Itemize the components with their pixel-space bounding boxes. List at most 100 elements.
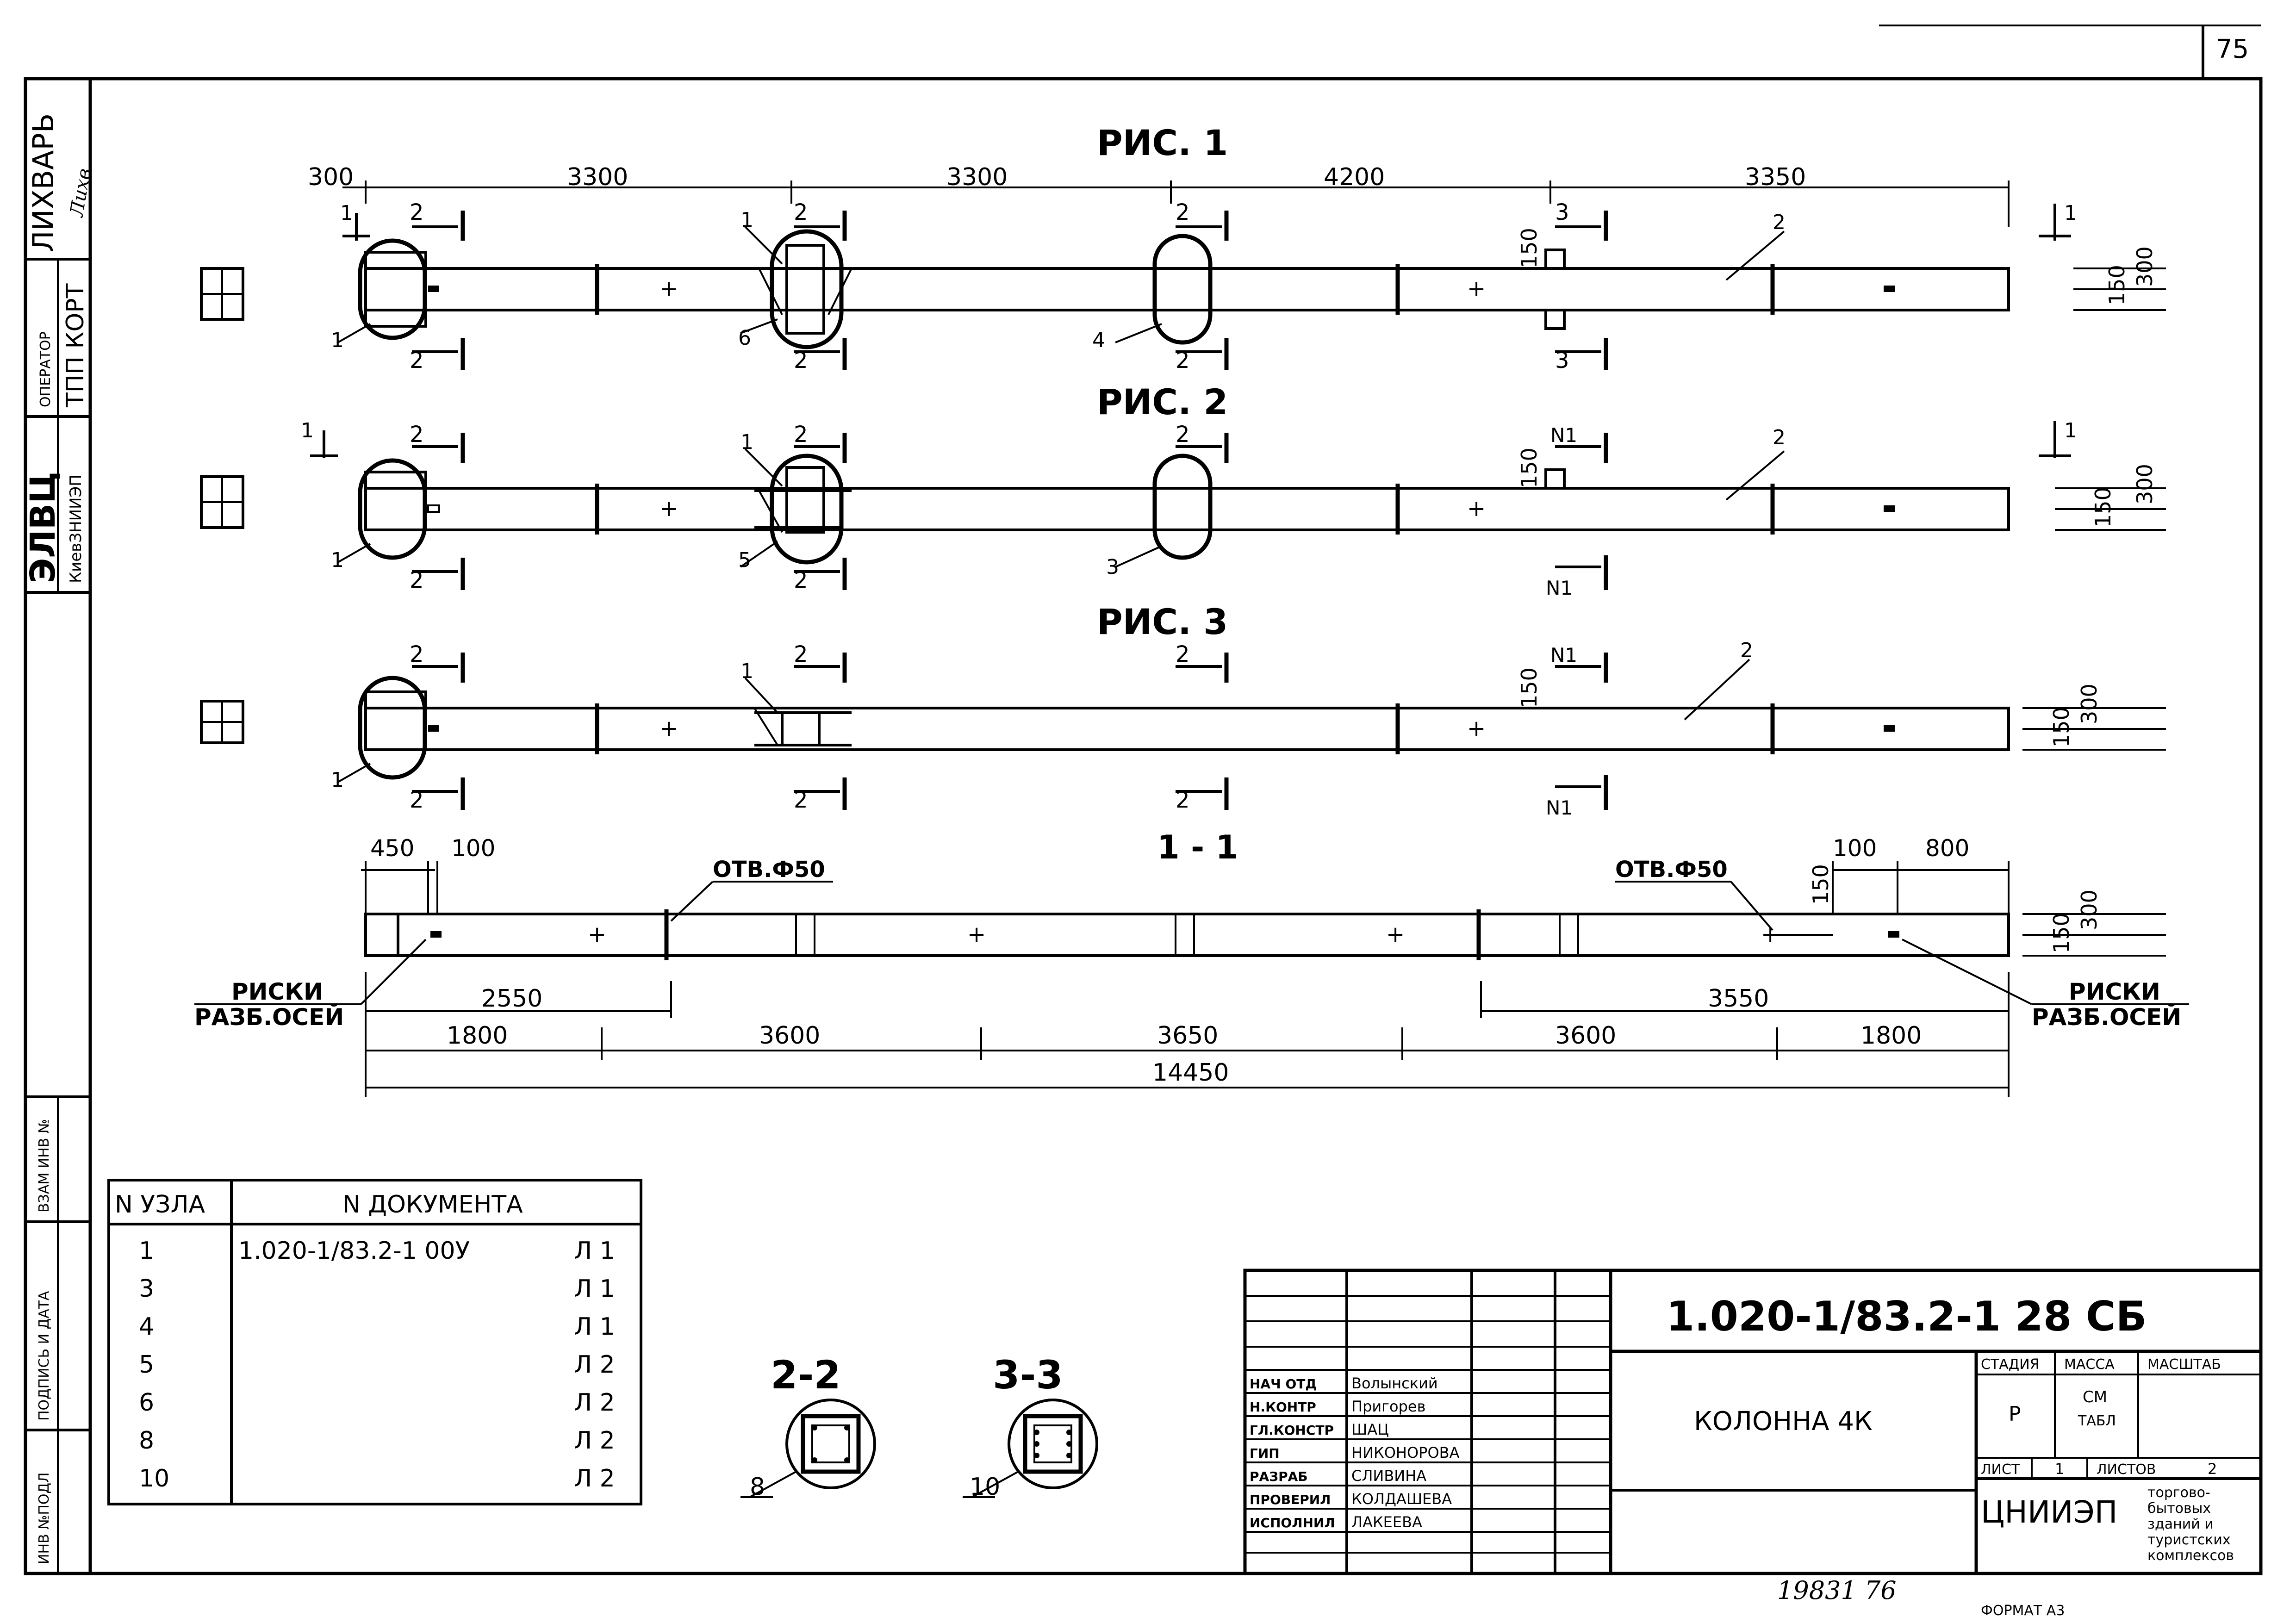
org-desc-line: бытовых [2147, 1500, 2211, 1517]
doc-number: 1.020-1/83.2-1 28 СБ [1666, 1293, 2147, 1340]
sheets-label: ЛИСТОВ [2097, 1461, 2156, 1478]
fig2-dim-150-vert: 150 [1517, 448, 1542, 488]
fig2-mark-2e: 2 [1176, 422, 1190, 448]
fig1-mark-2e: 2 [1176, 199, 1190, 225]
sheet-number: 75 [2216, 34, 2249, 64]
fig1-leader-2: 2 [1773, 211, 1786, 234]
fig2-mark-n1-bottom: N1 [1546, 577, 1573, 599]
section-3-3-mark: 10 [970, 1473, 1000, 1501]
figure-3: РИС. 3 + + 2 2 2 2 2 2 N1 N1 150 1 1 2 [331, 601, 2166, 819]
svg-text:+: + [1467, 715, 1486, 741]
table-sheet-cell: Л 1 [574, 1313, 615, 1341]
sec-dim-total: 14450 [1152, 1059, 1229, 1087]
title-block-role: ГЛ.КОНСТР [1250, 1423, 1334, 1438]
fig1-leader-1b: 1 [740, 208, 753, 232]
dim-3300-a: 3300 [567, 163, 628, 191]
fig1-leader-4: 4 [1092, 329, 1105, 352]
fig3-leader-2: 2 [1740, 639, 1753, 662]
fig2-dim-150-right: 150 [2091, 487, 2116, 528]
figure-2: РИС. 2 + + 1 2 2 2 2 2 N1 N1 1 1 [301, 381, 2166, 599]
sec-dim-100-left: 100 [451, 835, 495, 862]
fig3-leader-1: 1 [331, 768, 344, 792]
table-sheet-cell: Л 2 [574, 1389, 615, 1417]
mass-value-2: ТАБЛ [2078, 1413, 2116, 1429]
fig2-leader-1b: 1 [740, 430, 753, 454]
fig2-mark-2c: 2 [794, 422, 808, 448]
side-label-inv-podl: ИНВ №ПОДЛ [36, 1473, 52, 1565]
fig2-dim-300-right: 300 [2132, 464, 2157, 504]
stage-value: Р [2009, 1402, 2021, 1426]
title-block-person: Волынский [1351, 1374, 1438, 1392]
fig3-mark-2a: 2 [410, 641, 424, 667]
svg-text:+: + [660, 276, 678, 302]
dim-4200: 4200 [1324, 163, 1385, 191]
svg-text:+: + [967, 921, 986, 947]
title-block-person: ЛАКЕЕВА [1351, 1513, 1422, 1531]
title-block-role: ИСПОЛНИЛ [1250, 1515, 1335, 1530]
scale-label: МАСШТАБ [2147, 1356, 2221, 1373]
hole-label-right: ОТВ.Ф50 [1615, 857, 1728, 883]
title-block-role: Н.КОНТР [1250, 1399, 1316, 1415]
svg-text:+: + [1386, 921, 1405, 947]
title-block-role: ПРОВЕРИЛ [1250, 1492, 1331, 1507]
table-sheet-cell: Л 1 [574, 1237, 615, 1265]
section-1-1: 1 - 1 + + + + 450 100 100 800 150 ОТВ.Ф5… [194, 828, 2189, 1097]
dim-300: 300 [308, 163, 354, 191]
fig1-leader-1: 1 [331, 329, 344, 352]
section-3-3-title: 3-3 [993, 1352, 1063, 1398]
sheet-label: ЛИСТ [1981, 1461, 2020, 1478]
org-desc-line: туристских [2147, 1532, 2231, 1548]
fig2-leader-3: 3 [1106, 555, 1119, 579]
sec-dim-150-right: 150 [2049, 913, 2074, 953]
riski-left: РИСКИ [231, 978, 323, 1005]
title-block-person: ШАЦ [1351, 1421, 1389, 1438]
svg-text:+: + [1467, 496, 1486, 522]
svg-text:+: + [660, 496, 678, 522]
fig1-dim-150-right: 150 [2104, 265, 2129, 305]
section-2-2-title: 2-2 [771, 1352, 841, 1398]
fig2-leader-1: 1 [331, 548, 344, 572]
stamp-org: КиевЗНИИЭП [67, 474, 85, 583]
sheets-value: 2 [2208, 1460, 2217, 1478]
table-node-cell: 4 [139, 1313, 154, 1341]
fig3-dim-300-right: 300 [2077, 684, 2102, 724]
fig1-dim-150-vert: 150 [1517, 228, 1542, 268]
side-stamps: ЛИХВАРЬ ОПЕРАТОР ТПП КОРТ ЭЛВЦ КиевЗНИИЭ… [23, 113, 96, 1573]
table-header-node: N УЗЛА [115, 1191, 205, 1219]
sec-dim-800: 800 [1925, 835, 1969, 862]
figure-1: РИС. 1 300 3300 3300 4200 3350 + + [308, 122, 2166, 373]
title-block-person: Пригорев [1351, 1398, 1425, 1415]
fig2-mark-n1-top: N1 [1550, 424, 1577, 447]
sec-dim-3600-left: 3600 [759, 1022, 820, 1050]
section-2-2-mark: 8 [750, 1473, 765, 1501]
fig2-mark-1-right: 1 [2064, 419, 2077, 442]
fig1-leader-6: 6 [738, 326, 751, 350]
sec-dim-300-right: 300 [2077, 889, 2102, 930]
razb-left: РАЗБ.ОСЕЙ [194, 1003, 344, 1031]
razb-right: РАЗБ.ОСЕЙ [2032, 1003, 2181, 1031]
stamp-elvc: ЭЛВЦ [23, 472, 63, 583]
side-label-podp-data: ПОДПИСЬ И ДАТА [36, 1291, 52, 1421]
title-block-role: НАЧ ОТД [1250, 1376, 1317, 1392]
riski-right: РИСКИ [2069, 978, 2160, 1005]
section-2-2: 2-2 8 [740, 1352, 876, 1501]
org-name: ЦНИИЭП [1981, 1494, 2117, 1530]
table-node-cell: 8 [139, 1427, 154, 1455]
fig3-mark-n1-top: N1 [1550, 644, 1577, 666]
title-block-role: РАЗРАБ [1250, 1469, 1308, 1484]
fig3-mark-2c: 2 [794, 641, 808, 667]
stamp-likhvar: ЛИХВАРЬ [26, 113, 60, 252]
fig1-dim-300-right: 300 [2132, 246, 2157, 287]
sec-dim-150-top: 150 [1808, 864, 1833, 905]
svg-text:+: + [1467, 276, 1486, 302]
sec-dim-450: 450 [370, 835, 414, 862]
org-desc-line: зданий и [2147, 1516, 2214, 1532]
fig3-title: РИС. 3 [1097, 601, 1228, 642]
fig2-mark-2a: 2 [410, 422, 424, 448]
title-block-person: НИКОНОРОВА [1351, 1444, 1460, 1461]
fig1-mark-1-left: 1 [340, 201, 353, 225]
stage-label: СТАДИЯ [1981, 1356, 2040, 1373]
section-icons [200, 267, 244, 744]
